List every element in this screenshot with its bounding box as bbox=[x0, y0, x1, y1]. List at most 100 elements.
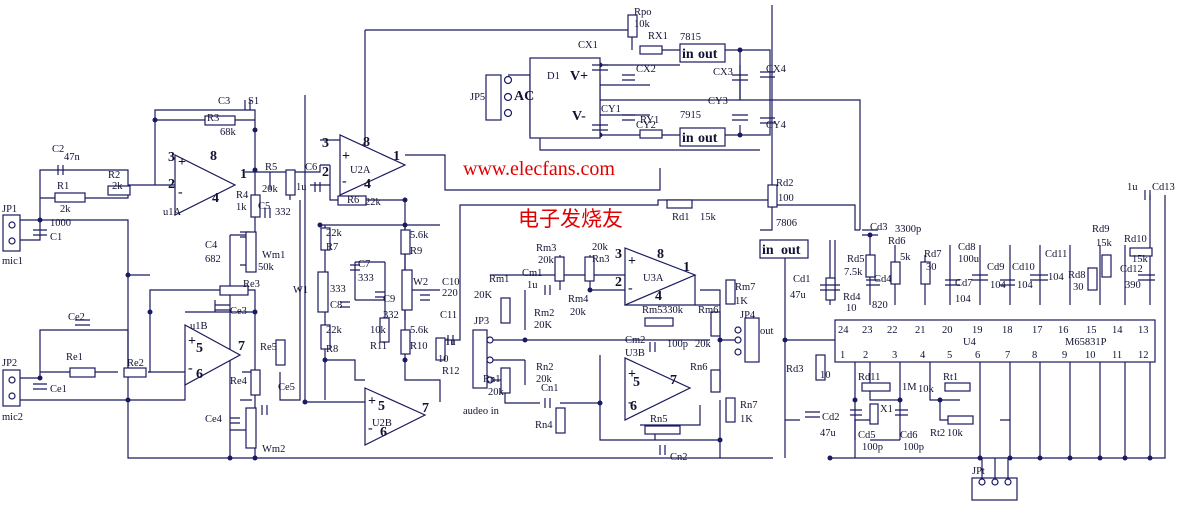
pin-u3a-8: 8 bbox=[657, 247, 664, 262]
label-r2-val: 2k bbox=[112, 181, 123, 192]
label-u3b: U3B bbox=[625, 348, 645, 359]
sign-minus-u3b: - bbox=[628, 395, 633, 410]
label-rpo: Rpo bbox=[634, 7, 652, 18]
label-d1: D1 bbox=[547, 71, 560, 82]
label-r1-val: 2k bbox=[60, 204, 71, 215]
label-c3: C3 bbox=[218, 96, 230, 107]
pin-u4-10: 10 bbox=[1085, 350, 1096, 361]
label-c2: C2 bbox=[52, 144, 64, 155]
label-rd4: Rd4 bbox=[843, 292, 861, 303]
label-cd11: Cd11 bbox=[1045, 249, 1067, 260]
label-cd10-val: 104 bbox=[1017, 280, 1034, 291]
sign-plus-u3b: + bbox=[628, 367, 636, 382]
label-ry1: RY1 bbox=[640, 115, 659, 126]
label-r4: R4 bbox=[236, 190, 249, 201]
label-c10-val: 220 bbox=[442, 288, 458, 299]
label-cd12: Cd12 bbox=[1120, 264, 1143, 275]
label-out: out bbox=[760, 326, 774, 337]
label-rm6-val: 20k bbox=[695, 339, 712, 350]
label-r7: R7 bbox=[326, 242, 338, 253]
pin-u4-20: 20 bbox=[942, 325, 953, 336]
sign-plus-u1b: + bbox=[188, 334, 196, 349]
opamp-u1b bbox=[184, 323, 242, 387]
sign-plus-u3a: + bbox=[628, 254, 636, 269]
pin-u4-19: 19 bbox=[972, 325, 983, 336]
label-rn3-val: 20k bbox=[592, 242, 609, 253]
pin-u4-6: 6 bbox=[975, 350, 980, 361]
label-cy1: CY1 bbox=[601, 104, 621, 115]
label-cm1: Cm1 bbox=[522, 268, 542, 279]
label-jp1: JP1 bbox=[2, 204, 17, 215]
pin-u2b-7: 7 bbox=[422, 401, 429, 416]
label-cy4: CY4 bbox=[766, 120, 787, 131]
label-rd11: Rd11 bbox=[858, 372, 880, 383]
label-7815-in: in bbox=[682, 47, 694, 62]
label-rt1-val: 10k bbox=[918, 384, 935, 395]
label-c4-val: 682 bbox=[205, 254, 221, 265]
label-rd1: Rd1 bbox=[672, 212, 690, 223]
label-cd4-val: 820 bbox=[872, 300, 888, 311]
label-cd8-val: 100u bbox=[958, 254, 980, 265]
bridge-rectifier-d1 bbox=[529, 57, 601, 139]
pin-numbers: 3 2 8 1 4 5 6 7 3 8 1 2 4 5 6 7 3 8 1 2 … bbox=[168, 135, 1149, 440]
connector-jp4 bbox=[734, 317, 760, 363]
pin-u4-22: 22 bbox=[887, 325, 898, 336]
label-c10: C10 bbox=[442, 277, 460, 288]
label-7806-out: out bbox=[781, 243, 801, 258]
connector-labels: JP1 mic1 JP2 mic2 JP5 AC JP3 audeo in JP… bbox=[2, 89, 985, 477]
opamp-u2a bbox=[339, 134, 407, 196]
label-7815-out: out bbox=[698, 47, 718, 62]
pin-u3a-1: 1 bbox=[683, 260, 690, 275]
label-ce1: Ce1 bbox=[50, 384, 67, 395]
pin-u3a-3: 3 bbox=[615, 247, 622, 262]
label-rm4-val: 20k bbox=[570, 307, 587, 318]
label-rn3: Rn3 bbox=[592, 254, 610, 265]
pin-u4-1: 1 bbox=[840, 350, 845, 361]
label-jp5: JP5 bbox=[470, 92, 485, 103]
pin-u1b-5: 5 bbox=[196, 341, 203, 356]
label-c7-val: 333 bbox=[358, 273, 374, 284]
connector-jp2 bbox=[2, 369, 21, 407]
pin-u3b-7: 7 bbox=[670, 373, 677, 388]
label-cm2-val: 100p bbox=[667, 339, 688, 350]
label-cd1: Cd1 bbox=[793, 274, 811, 285]
label-rd8: Rd8 bbox=[1068, 270, 1086, 281]
label-s1: S1 bbox=[248, 96, 259, 107]
regulator-7815 bbox=[679, 43, 726, 63]
label-jp4: JP4 bbox=[740, 310, 756, 321]
label-c8: C8 bbox=[330, 300, 342, 311]
label-r10: R10 bbox=[410, 341, 428, 352]
label-rd9: Rd9 bbox=[1092, 224, 1110, 235]
label-7815: 7815 bbox=[680, 32, 701, 43]
label-w2: W2 bbox=[413, 277, 428, 288]
label-rn6: Rn6 bbox=[690, 362, 708, 373]
label-ce5: Ce5 bbox=[278, 382, 295, 393]
pin-u3a-2: 2 bbox=[615, 275, 622, 290]
label-rn4: Rn4 bbox=[535, 420, 553, 431]
label-rm1-val: 20K bbox=[474, 290, 493, 301]
label-c11-val: 1u bbox=[445, 337, 456, 348]
label-cd1-val: 47u bbox=[790, 290, 807, 301]
label-cd13-val: 1u bbox=[1127, 182, 1138, 193]
watermark-chinese: 电子发烧友 bbox=[518, 207, 623, 231]
pin-u4-17: 17 bbox=[1032, 325, 1043, 336]
label-ce2: Ce2 bbox=[68, 312, 85, 323]
ic-labels: u1A u1B U2A U2B U3A U3B U4 M65831P 7815 … bbox=[163, 32, 1107, 429]
label-x1: X1 bbox=[880, 404, 893, 415]
label-wm2: Wm2 bbox=[262, 444, 285, 455]
label-re5: Re5 bbox=[260, 342, 277, 353]
label-rd8-val: 30 bbox=[1073, 282, 1084, 293]
label-cd7: Cd7 bbox=[955, 278, 973, 289]
label-rn2: Rn2 bbox=[536, 362, 554, 373]
label-rm3: Rm3 bbox=[536, 243, 556, 254]
label-rm7: Rm7 bbox=[735, 282, 755, 293]
label-r9: R9 bbox=[410, 246, 422, 257]
label-cd7-val: 104 bbox=[955, 294, 972, 305]
pin-u3b-5: 5 bbox=[633, 375, 640, 390]
opamp-u3a bbox=[624, 247, 697, 306]
connector-jp1 bbox=[2, 214, 21, 252]
pin-u4-24: 24 bbox=[838, 325, 849, 336]
connector-jp3 bbox=[472, 329, 494, 389]
label-r1: R1 bbox=[57, 181, 69, 192]
label-rn1-val: 20k bbox=[488, 387, 505, 398]
